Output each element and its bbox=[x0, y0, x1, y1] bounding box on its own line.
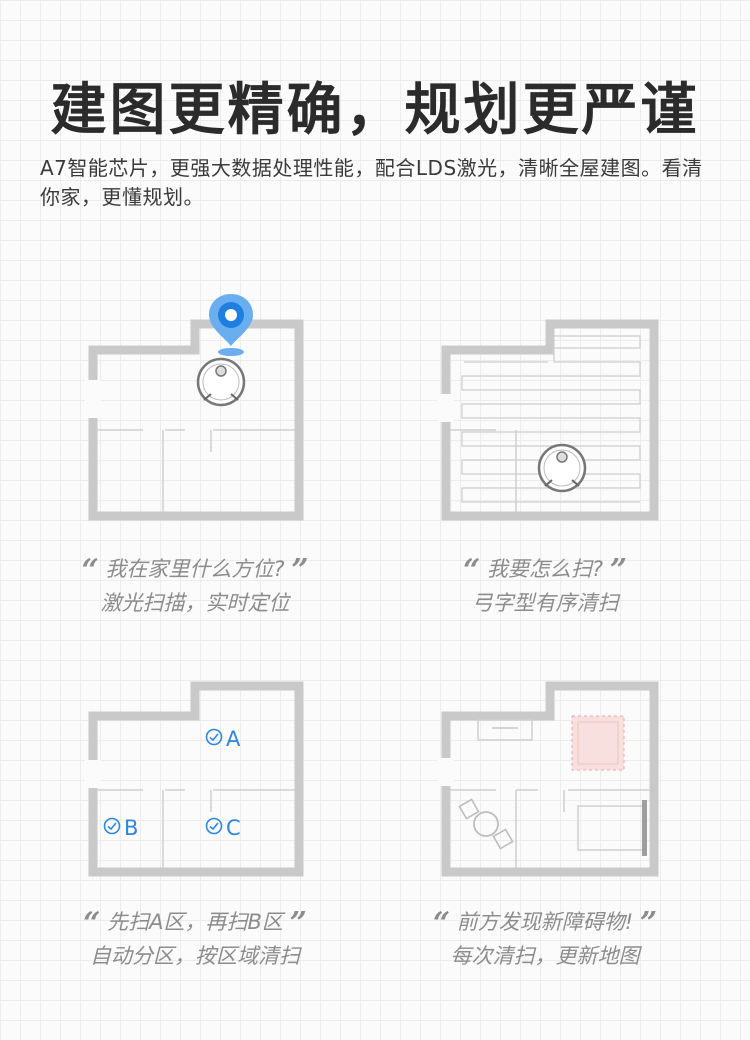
caption-obstacles-desc: 每次清扫，更新地图 bbox=[450, 944, 640, 968]
page-subtitle: A7智能芯片，更强大数据处理性能，配合LDS激光，清晰全屋建图。看清你家，更懂规… bbox=[40, 156, 703, 209]
location-pin-icon bbox=[209, 294, 253, 356]
zone-b-label: B bbox=[103, 816, 138, 840]
caption-obstacles-title: 前方发现新障碍物! bbox=[456, 910, 634, 934]
robot-vacuum-icon bbox=[196, 357, 246, 407]
desk-icon bbox=[477, 719, 533, 741]
floorplan-locate bbox=[85, 290, 385, 560]
bed-icon bbox=[577, 800, 647, 856]
caption-zones: “ 先扫A区，再扫B区 ” 自动分区，按区域清扫 bbox=[35, 906, 355, 973]
caption-locate-title: 我在家里什么方位? bbox=[105, 557, 285, 581]
floorplan-obstacles bbox=[438, 650, 738, 920]
robot-vacuum-icon bbox=[537, 443, 587, 493]
check-circle-icon bbox=[205, 816, 223, 840]
zone-b-text: B bbox=[124, 816, 139, 840]
caption-obstacles: “ 前方发现新障碍物! ” 每次清扫，更新地图 bbox=[385, 906, 705, 973]
obstacle-icon bbox=[571, 715, 625, 771]
caption-zones-title: 先扫A区，再扫B区 bbox=[107, 910, 283, 934]
zone-c-label: C bbox=[205, 816, 241, 840]
caption-zones-desc: 自动分区，按区域清扫 bbox=[90, 944, 300, 968]
caption-zigzag: “ 我要怎么扫? ” 弓字型有序清扫 bbox=[385, 553, 705, 620]
caption-locate: “ 我在家里什么方位? ” 激光扫描，实时定位 bbox=[35, 553, 355, 620]
caption-locate-desc: 激光扫描，实时定位 bbox=[100, 591, 290, 615]
zone-a-label: A bbox=[205, 727, 240, 751]
page-title: 建图更精确，规划更严谨 bbox=[50, 78, 700, 143]
zigzag-path-icon bbox=[461, 335, 641, 503]
check-circle-icon bbox=[103, 816, 121, 840]
caption-zigzag-title: 我要怎么扫? bbox=[486, 557, 604, 581]
caption-zigzag-desc: 弓字型有序清扫 bbox=[471, 591, 619, 615]
floorplan-zones: A B C bbox=[85, 650, 385, 920]
floorplan-zigzag bbox=[438, 290, 738, 560]
zone-a-text: A bbox=[226, 727, 241, 751]
table-chairs-icon bbox=[458, 798, 514, 850]
check-circle-icon bbox=[205, 727, 223, 751]
zone-c-text: C bbox=[226, 816, 241, 840]
